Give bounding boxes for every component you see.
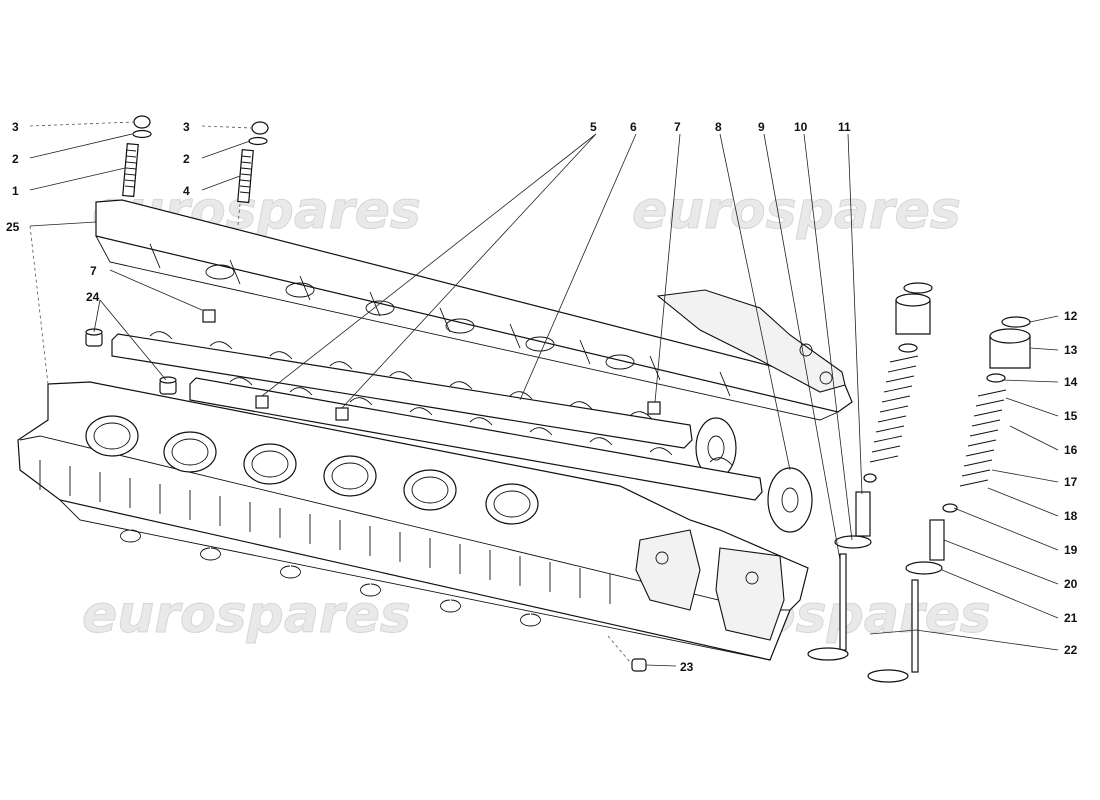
callout-12: 12: [1064, 309, 1078, 323]
callout-9: 9: [758, 120, 765, 134]
washer-2-left: [132, 129, 152, 139]
callout-5: 5: [590, 120, 597, 134]
washer-2-right: [248, 136, 268, 146]
callout-2-left: 2: [12, 152, 19, 166]
part-23-plug: [631, 658, 647, 672]
callout-3-right: 3: [183, 120, 190, 134]
cam-carrier: [95, 199, 853, 421]
callout-15: 15: [1064, 409, 1078, 423]
cylinder-head: [17, 381, 809, 661]
watermark-bottom-left: eurospares: [82, 585, 411, 645]
nut-3-left: [133, 115, 151, 129]
part-7-plug: [202, 309, 216, 323]
part-5-plug-a: [255, 395, 269, 409]
callout-6: 6: [630, 120, 637, 134]
part-5-plug-b: [335, 407, 349, 421]
callout-4: 4: [183, 184, 190, 198]
callout-19: 19: [1064, 543, 1078, 557]
callout-14: 14: [1064, 375, 1078, 389]
callout-20: 20: [1064, 577, 1078, 591]
callout-10: 10: [794, 120, 808, 134]
valve-assembly-left: [807, 282, 933, 661]
camshaft-lower: [189, 377, 813, 533]
valve-left: [807, 647, 849, 661]
callout-7-right: 7: [674, 120, 681, 134]
callout-11: 11: [838, 120, 851, 134]
part-24-caps: [85, 328, 177, 395]
callout-1: 1: [12, 184, 19, 198]
callout-3-left: 3: [12, 120, 19, 134]
callout-21: 21: [1064, 611, 1078, 625]
valve-assembly-right: [867, 316, 1031, 683]
valve-right: [867, 669, 909, 683]
callout-16: 16: [1064, 443, 1078, 457]
callout-2-right: 2: [183, 152, 190, 166]
nut-3-right: [251, 121, 269, 135]
callout-7-left: 7: [90, 264, 97, 278]
part-7-plug-right: [647, 401, 661, 415]
camshaft-upper: [111, 331, 737, 479]
callout-23: 23: [680, 660, 694, 674]
leader-lines: [29, 121, 1059, 667]
callout-labels: 3 2 1 3 2 4 25 7 24 5 6 7 8 9 10 11 12 1…: [6, 120, 1078, 674]
callout-18: 18: [1064, 509, 1078, 523]
cam-sprocket-lower: [767, 467, 813, 533]
studs-nuts-washers: [122, 115, 269, 226]
callout-8: 8: [715, 120, 722, 134]
callout-17: 17: [1064, 475, 1078, 489]
callout-24: 24: [86, 290, 100, 304]
callout-13: 13: [1064, 343, 1078, 357]
watermark-top-right: eurospares: [632, 181, 961, 241]
callout-25: 25: [6, 220, 20, 234]
callout-22: 22: [1064, 643, 1078, 657]
